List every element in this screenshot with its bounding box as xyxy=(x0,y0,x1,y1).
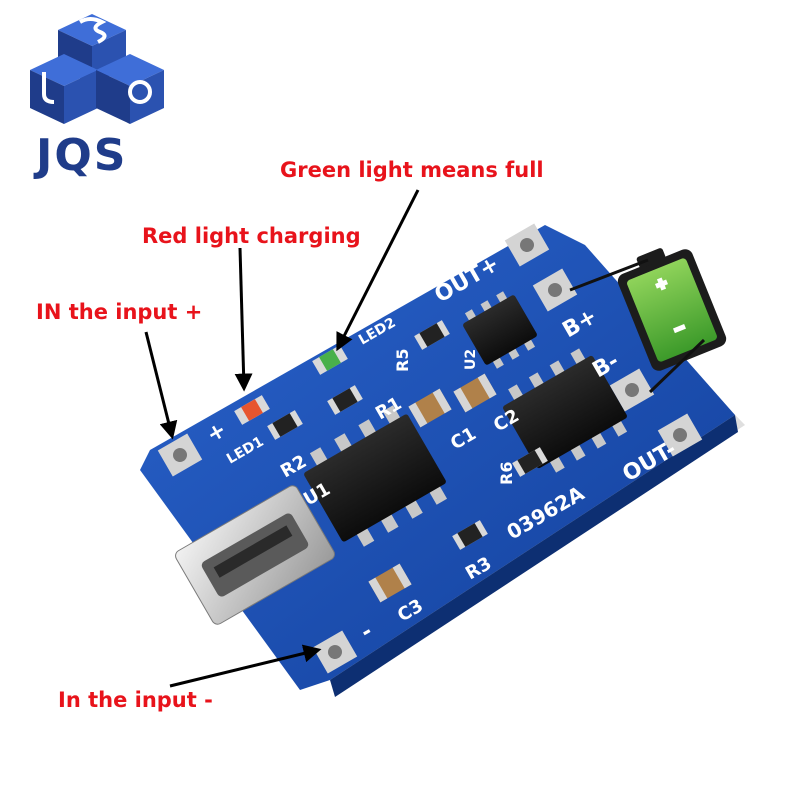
charger-board: OUT+ OUT- B+ B- LED1 LED2 R1 R2 R3 R5 R6… xyxy=(140,223,738,697)
solder-pads xyxy=(157,223,703,674)
charger-ic-u1 xyxy=(304,405,448,547)
battery-lead-plus xyxy=(569,258,649,292)
capacitors xyxy=(368,373,497,603)
label-r6: R6 xyxy=(497,462,516,485)
arrow-green-full xyxy=(336,189,420,352)
logo xyxy=(30,14,164,124)
arrow-in-minus xyxy=(169,644,322,688)
micro-usb-port xyxy=(175,485,335,625)
brand-name: JQS xyxy=(36,130,128,181)
label-u2: U2 xyxy=(463,349,479,370)
callout-green-full: Green light means full xyxy=(280,158,544,182)
callout-in-plus: IN the input + xyxy=(36,300,203,324)
callout-red-charging: Red light charging xyxy=(142,224,361,248)
arrow-red-charging xyxy=(234,247,253,392)
protection-ic-u2 xyxy=(463,291,537,369)
label-r5: R5 xyxy=(393,349,412,372)
callout-in-minus: In the input - xyxy=(58,688,213,712)
resistors xyxy=(267,320,548,550)
led2-green xyxy=(312,345,348,375)
battery-lead-minus xyxy=(648,338,706,394)
arrow-in-plus xyxy=(144,331,178,440)
mosfet-chip xyxy=(503,348,628,473)
led1-red xyxy=(234,395,270,425)
